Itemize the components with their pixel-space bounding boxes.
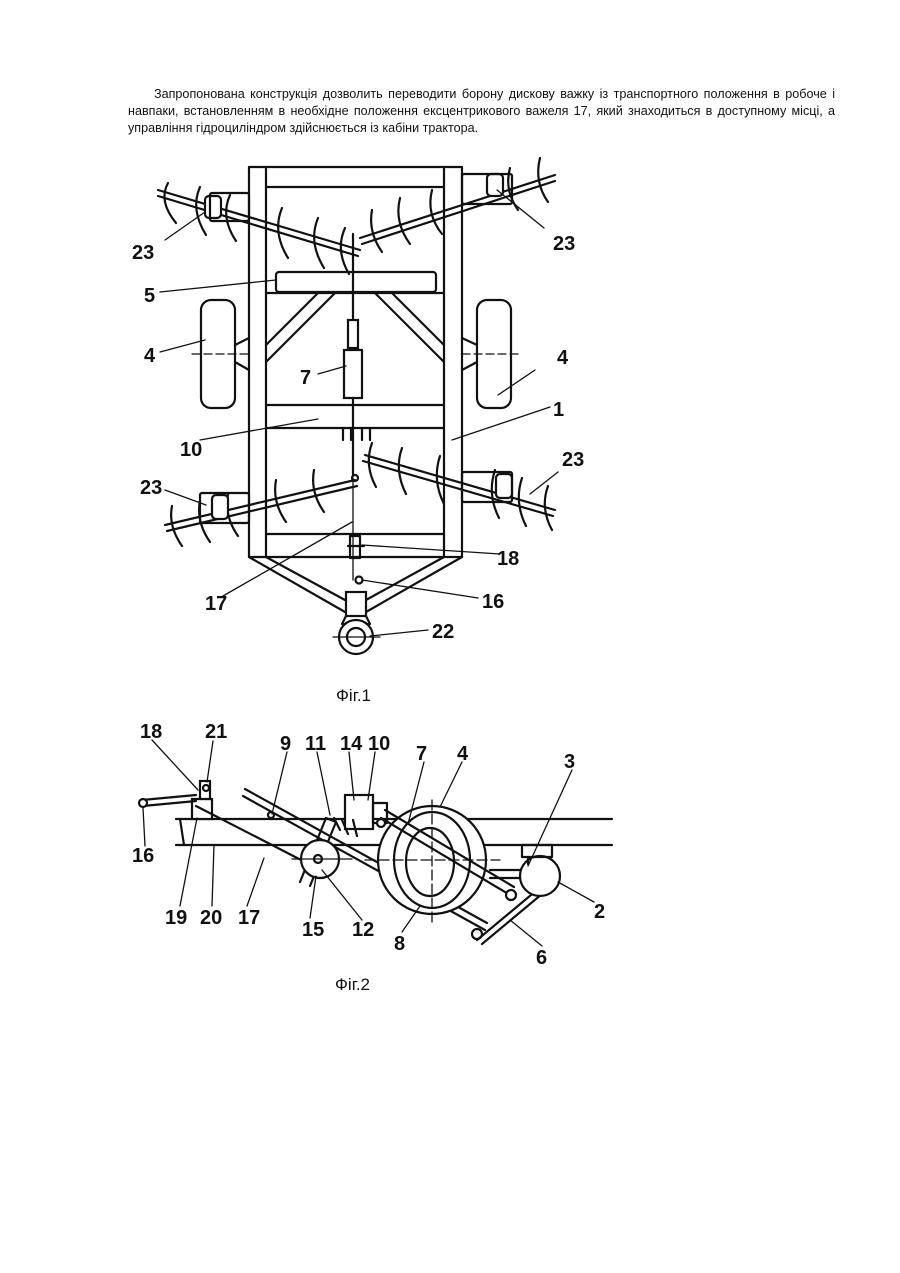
- label-10: 10: [180, 439, 202, 461]
- label-17: 17: [205, 593, 227, 615]
- label-21: 21: [205, 721, 227, 743]
- label-23-top-right: 23: [553, 233, 575, 255]
- disc-gang-top-right: [360, 158, 555, 252]
- wheel-right: [462, 300, 520, 408]
- label-12: 12: [352, 919, 374, 941]
- bracket-10: [334, 795, 387, 836]
- label-23-bottom-left: 23: [140, 477, 162, 499]
- label-6: 6: [536, 947, 547, 969]
- label-5: 5: [144, 285, 155, 307]
- label-11: 11: [305, 733, 326, 755]
- label-17: 17: [238, 907, 260, 929]
- latch-18: [348, 536, 364, 558]
- label-22: 22: [432, 621, 454, 643]
- disc-gang-bottom-right: [363, 443, 555, 530]
- label-8: 8: [394, 933, 405, 955]
- disc-gang-top-left: [158, 183, 360, 274]
- label-23-top-left: 23: [132, 242, 154, 264]
- wheel-left: [192, 300, 250, 408]
- figure-2: 18 21 9 11 14 10 7 4 3 16 19 20 17 15 12…: [132, 721, 612, 994]
- label-4-left: 4: [144, 345, 156, 367]
- label-4: 4: [457, 743, 469, 765]
- label-18: 18: [497, 548, 519, 570]
- label-14: 14: [340, 733, 363, 755]
- label-1: 1: [553, 399, 564, 421]
- hub-2: [520, 845, 560, 896]
- label-23-bottom-right: 23: [562, 449, 584, 471]
- label-16: 16: [482, 591, 504, 613]
- lever-16: [139, 795, 196, 807]
- label-9: 9: [280, 733, 291, 755]
- label-4-right: 4: [557, 347, 569, 369]
- label-3: 3: [564, 751, 575, 773]
- figure-2-caption: Фіг.2: [335, 975, 370, 994]
- figure-1: 23 23 5 4 7 4 1 10 23 23 18 17 16 22 Фіг…: [132, 158, 584, 705]
- beam-5: [276, 272, 436, 292]
- figure-1-caption: Фіг.1: [336, 686, 371, 705]
- label-10: 10: [368, 733, 390, 755]
- label-16: 16: [132, 845, 154, 867]
- hitch-ring-22: [333, 620, 380, 654]
- label-7: 7: [416, 743, 427, 765]
- label-15: 15: [302, 919, 324, 941]
- label-20: 20: [200, 907, 222, 929]
- label-19: 19: [165, 907, 187, 929]
- label-18: 18: [140, 721, 162, 743]
- label-7: 7: [300, 367, 311, 389]
- label-2: 2: [594, 901, 605, 923]
